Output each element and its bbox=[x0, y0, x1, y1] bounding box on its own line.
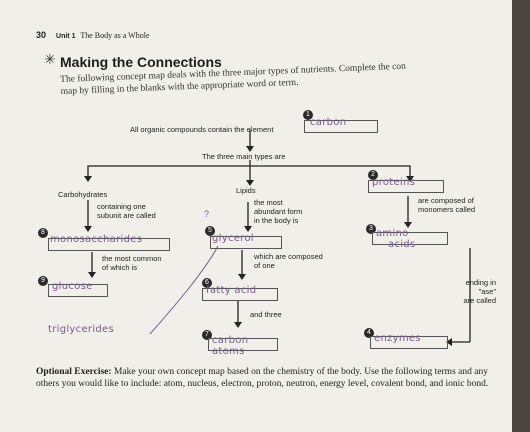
label-lipids: Lipids bbox=[236, 186, 256, 195]
answer-9: glucose bbox=[52, 281, 93, 292]
answer-7-line-1: carbon bbox=[212, 335, 249, 346]
lipid-description: the most abundant form in the body is bbox=[254, 198, 302, 225]
blank-number-3: 3 bbox=[366, 224, 376, 234]
answer-8: monosaccharides bbox=[50, 234, 143, 245]
textbook-page bbox=[0, 0, 512, 432]
map-top-text: All organic compounds contain the elemen… bbox=[130, 125, 274, 134]
map-main-types: The three main types are bbox=[202, 152, 286, 161]
blank-3[interactable] bbox=[372, 232, 448, 245]
optional-exercise-label: Optional Exercise: bbox=[36, 367, 112, 377]
label-carbohydrates: Carbohydrates bbox=[58, 190, 108, 199]
blank-7[interactable] bbox=[208, 338, 278, 351]
blank-6[interactable] bbox=[202, 288, 278, 301]
which-are-text: which are composed of one bbox=[254, 252, 323, 270]
optional-exercise-text: Make your own concept map based on the c… bbox=[36, 367, 489, 389]
which-are-line-2: of one bbox=[254, 261, 275, 270]
blank-number-7: 7 bbox=[202, 330, 212, 340]
blank-number-2: 2 bbox=[368, 170, 378, 180]
blank-number-1: 1 bbox=[303, 110, 313, 120]
which-are-line-1: which are composed bbox=[254, 252, 323, 261]
answer-3-line-1: amino bbox=[376, 228, 409, 239]
blank-2[interactable] bbox=[368, 180, 444, 193]
answer-7: carbon atoms bbox=[212, 335, 248, 357]
lipid-desc-line-3: in the body is bbox=[254, 216, 299, 225]
page-edge-shadow bbox=[512, 0, 530, 432]
carb-description: containing one subunit are called bbox=[97, 202, 156, 220]
blank-number-5: 5 bbox=[205, 226, 215, 236]
answer-7-line-2: atoms bbox=[212, 346, 245, 357]
blank-number-6: 6 bbox=[202, 278, 212, 288]
ending-in-text: ending in "ase" are called bbox=[452, 278, 496, 305]
answer-6: fatty acid bbox=[206, 285, 257, 296]
ending-in-line-2: "ase" bbox=[478, 287, 496, 296]
blank-9[interactable] bbox=[48, 284, 108, 297]
blank-number-8: 8 bbox=[38, 228, 48, 238]
answer-3: amino acids bbox=[376, 228, 415, 250]
answer-3-line-2: acids bbox=[388, 239, 416, 250]
answer-extra-triglycerides: triglycerides bbox=[48, 324, 115, 335]
optional-exercise: Optional Exercise: Make your own concept… bbox=[36, 366, 506, 390]
answer-1: carbon bbox=[310, 117, 347, 128]
proteins-desc-line-1: are composed of bbox=[418, 196, 474, 205]
unit-label: Unit 1 bbox=[56, 33, 76, 40]
question-mark: ? bbox=[204, 209, 210, 219]
answer-2: proteins bbox=[372, 177, 416, 188]
unit-title: The Body as a Whole bbox=[80, 31, 150, 40]
page-header: 30 Unit 1 The Body as a Whole bbox=[36, 30, 150, 40]
blank-5[interactable] bbox=[210, 236, 282, 249]
most-common-text: the most common of which is bbox=[102, 254, 162, 272]
star-icon: ✳ bbox=[44, 52, 56, 68]
most-common-line-2: of which is bbox=[102, 263, 138, 272]
most-common-line-1: the most common bbox=[102, 254, 162, 263]
carb-desc-line-2: subunit are called bbox=[97, 211, 156, 220]
blank-number-9: 9 bbox=[38, 276, 48, 286]
ending-in-line-3: are called bbox=[463, 296, 496, 305]
ending-in-line-1: ending in bbox=[465, 278, 496, 287]
lipid-desc-line-1: the most bbox=[254, 198, 283, 207]
lipid-desc-line-2: abundant form bbox=[254, 207, 303, 216]
blank-8[interactable] bbox=[48, 238, 170, 251]
answer-5: glycerol bbox=[212, 233, 254, 244]
blank-number-4: 4 bbox=[364, 328, 374, 338]
blank-1[interactable] bbox=[304, 120, 378, 133]
section-title: Making the Connections bbox=[60, 54, 222, 70]
page-number: 30 bbox=[36, 30, 47, 40]
proteins-description: are composed of monomers called bbox=[418, 196, 475, 214]
proteins-desc-line-2: monomers called bbox=[418, 205, 476, 214]
and-three-text: and three bbox=[250, 310, 282, 319]
carb-desc-line-1: containing one bbox=[97, 202, 146, 211]
answer-4: enzymes bbox=[374, 333, 421, 344]
blank-4[interactable] bbox=[370, 336, 448, 349]
